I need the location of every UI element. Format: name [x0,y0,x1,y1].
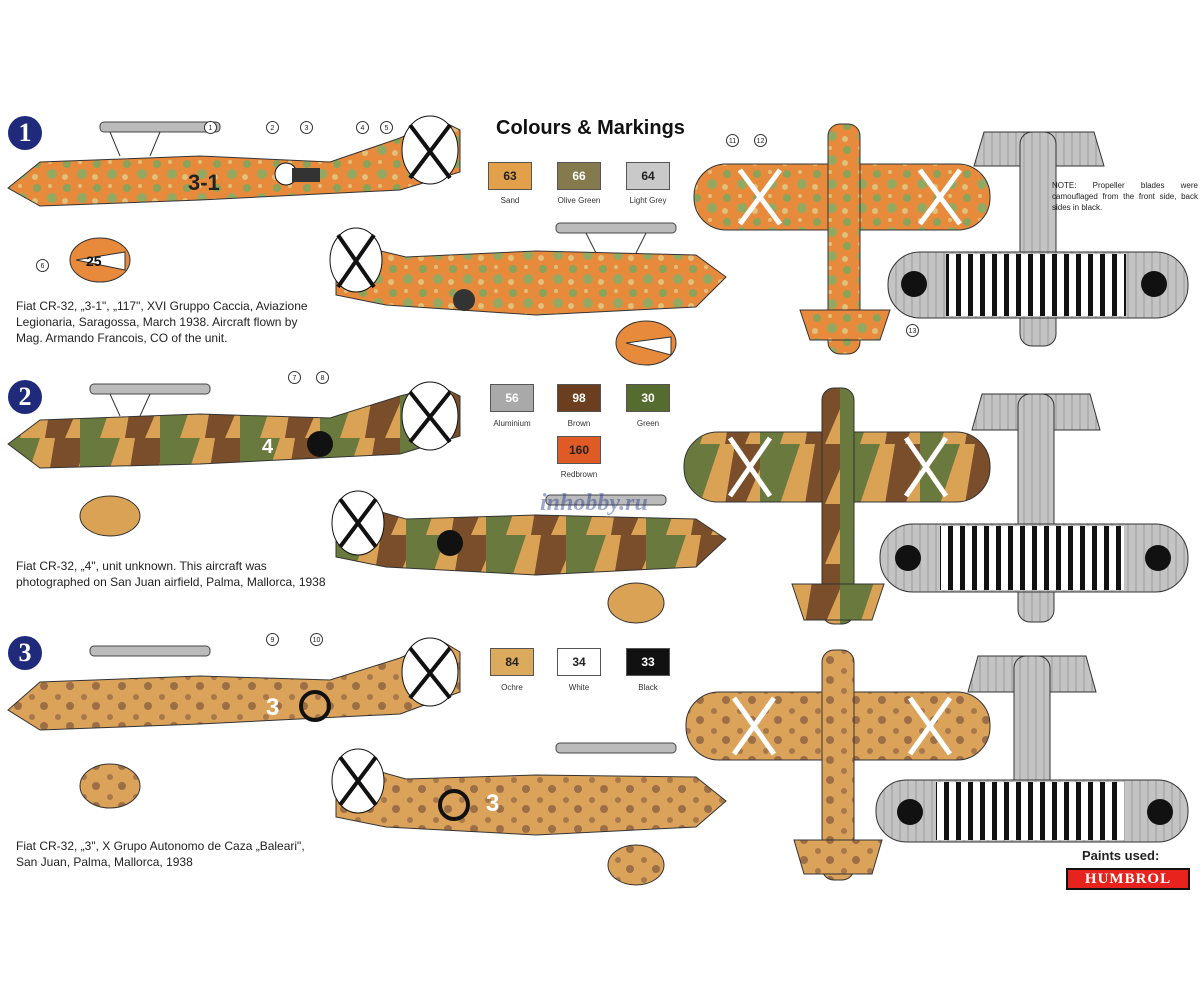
scheme-3-code-3-left: 3 [266,694,280,721]
scheme-3-bottom-view [875,655,1189,843]
scheme-1-bottom-view [887,131,1189,347]
scheme-1-right-profile [329,222,727,366]
swatch-33-label: Black [638,683,658,692]
scheme-3-badge: 3 [8,636,42,670]
scheme-3-caption: Fiat CR-32, „3", X Grupo Autonomo de Caz… [16,839,305,869]
callout-11: 11 [726,134,739,147]
scheme-2-code-4: 4 [262,436,274,458]
swatch-98-label: Brown [567,419,591,428]
swatch-56: 56 [490,384,534,412]
swatch-63: 63 [488,162,532,190]
scheme-2-badge: 2 [8,380,42,414]
propeller-note: NOTE: Propeller blades were camouflaged … [1052,181,1198,212]
swatch-84-label: Ochre [501,683,523,692]
callout-1: 1 [204,121,217,134]
scheme-1-top-view [693,123,991,355]
callout-10: 10 [310,633,323,646]
scheme-1-badge: 1 [8,116,42,150]
scheme-2-right-profile [331,490,727,624]
swatch-160: 160 [557,436,601,464]
swatch-33: 33 [626,648,670,676]
swatch-34-label: White [568,683,590,692]
swatch-84: 84 [490,648,534,676]
swatch-30-label: Green [636,419,660,428]
swatch-63-label: Sand [500,196,520,205]
callout-9: 9 [266,633,279,646]
callout-5: 5 [380,121,393,134]
swatch-64-label: Light Grey [629,196,667,205]
swatch-56-label: Aluminium [493,419,531,428]
scheme-3-right-profile [331,742,727,886]
swatch-34: 34 [557,648,601,676]
paints-used-label: Paints used: [1082,848,1160,863]
swatch-66-label: Olive Green [557,196,601,205]
scheme-3-code-3-right: 3 [486,790,500,817]
callout-6: 6 [36,259,49,272]
scheme-1-code-25: 25 [86,253,102,269]
humbrol-logo: HUMBROL [1066,868,1190,890]
scheme-1-code-3-1: 3-1 [188,170,220,195]
callout-2: 2 [266,121,279,134]
scheme-3-left-profile [7,637,461,809]
swatch-30: 30 [626,384,670,412]
scheme-2-caption: Fiat CR-32, „4", unit unknown. This airc… [16,559,326,589]
scheme-2-left-profile [7,381,461,537]
callout-12: 12 [754,134,767,147]
swatch-66: 66 [557,162,601,190]
swatch-98: 98 [557,384,601,412]
scheme-2-bottom-view [879,393,1189,623]
scheme-1-caption: Fiat CR-32, „3-1", „117", XVI Gruppo Cac… [16,299,308,345]
watermark: inhobby.ru [540,490,648,516]
swatch-160-label: Redbrown [560,470,598,479]
callout-8: 8 [316,371,329,384]
callout-3: 3 [300,121,313,134]
page-title: Colours & Markings [496,117,685,139]
swatch-64: 64 [626,162,670,190]
callout-13: 13 [906,324,919,337]
scheme-3-top-view [685,649,991,881]
scheme-1-left-profile [7,115,461,283]
scheme-2-top-view [683,387,991,625]
callout-7: 7 [288,371,301,384]
callout-4: 4 [356,121,369,134]
